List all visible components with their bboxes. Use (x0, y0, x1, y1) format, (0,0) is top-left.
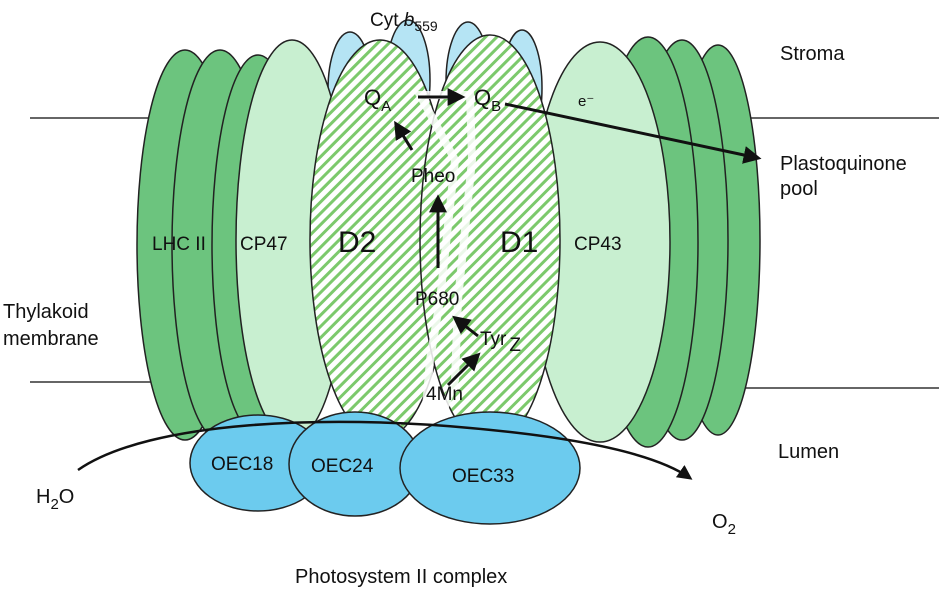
diagram-caption: Photosystem II complex (295, 566, 507, 588)
thylakoid-label-line2: membrane (3, 328, 99, 350)
oec33-subunit (399, 411, 581, 525)
cp43-label: CP43 (574, 234, 622, 255)
oec24-label: OEC24 (311, 456, 374, 477)
qa-label: QA (364, 85, 391, 115)
plastoquinone-label-line2: pool (780, 178, 818, 200)
oec18-label: OEC18 (211, 454, 273, 475)
lumen-label: Lumen (778, 441, 839, 463)
arrow-tyr-to-p680 (452, 315, 479, 338)
oec33-label: OEC33 (452, 466, 514, 487)
thylakoid-label-line1: Thylakoid (3, 301, 89, 323)
p680-label: P680 (415, 289, 459, 310)
arrow-mn-to-tyr (446, 352, 481, 387)
arrow-qb-to-pool (504, 102, 762, 164)
electron-label: e⁻ (578, 93, 594, 110)
water-oxidation-arc (77, 420, 693, 480)
qb-label: QB (474, 85, 501, 115)
stroma-label: Stroma (780, 43, 845, 65)
o2-label: O2 (712, 511, 736, 538)
d1-label: D1 (500, 226, 538, 259)
cp47-label: CP47 (240, 234, 288, 255)
plastoquinone-label-line1: Plastoquinone (780, 153, 907, 175)
arrow-pheo-to-qa (394, 120, 414, 151)
electron-path-highlight (413, 91, 477, 424)
lhc-ii-label: LHC II (152, 234, 206, 255)
cyt-b559-label: Cyt b559 (370, 10, 438, 34)
d2-label: D2 (338, 226, 376, 259)
h2o-label: H2O (36, 486, 74, 513)
pheo-label: Pheo (411, 166, 455, 187)
mn-cluster-label: 4Mn (426, 384, 463, 405)
